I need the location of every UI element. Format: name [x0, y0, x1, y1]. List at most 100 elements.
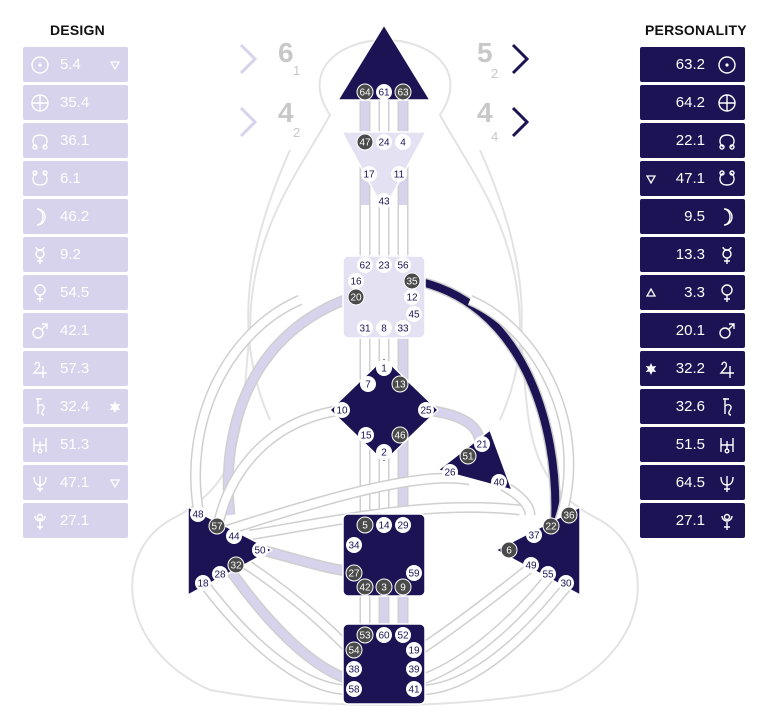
personality-row-pluto: 27.1: [640, 503, 745, 538]
gate-number: 58: [348, 685, 360, 696]
variable-bottom-right-sub: 4: [491, 129, 498, 144]
spleen-center: [187, 506, 273, 596]
design-row-uranus: 51.3: [23, 427, 128, 462]
gate-60: 60: [376, 627, 392, 643]
gate-3: 3: [375, 578, 393, 596]
gate-number: 21: [476, 440, 488, 451]
centers: [187, 24, 581, 705]
gate-29: 29: [395, 517, 411, 533]
up-triangle-icon: [645, 286, 657, 298]
channel: [249, 503, 521, 539]
gate-number: 24: [378, 138, 390, 149]
gate-number: 48: [192, 510, 204, 521]
design-column-title: DESIGN: [50, 22, 105, 38]
channel: [411, 276, 560, 526]
chevron-right-icon: [511, 106, 530, 138]
gate-number: 3: [381, 583, 387, 594]
gate-35: 35: [403, 272, 421, 290]
channel: [468, 296, 573, 522]
personality-row-moon: 9.5: [640, 199, 745, 234]
planet-gate-value: 5.4: [60, 56, 81, 73]
gate-16: 16: [348, 273, 364, 289]
gate-30: 30: [558, 575, 574, 591]
gate-number: 40: [493, 478, 505, 489]
gate-number: 14: [378, 521, 390, 532]
gate-number: 2: [381, 448, 387, 459]
gate-number: 18: [197, 579, 209, 590]
gate-53: 53: [356, 626, 374, 644]
gate-41: 41: [406, 681, 422, 697]
gate-2: 2: [376, 444, 392, 460]
gate-number: 37: [528, 531, 540, 542]
variable-top-left-sub: 1: [293, 63, 300, 78]
channels: [190, 100, 575, 696]
design-row-venus: 54.5: [23, 275, 128, 310]
gate-31: 31: [357, 320, 373, 336]
root-center: [342, 623, 426, 705]
variable-bottom-right: 4 4: [477, 97, 530, 144]
gate-number: 10: [336, 406, 348, 417]
gate-10: 10: [334, 402, 350, 418]
gate-26: 26: [442, 464, 458, 480]
planet-gate-value: 32.4: [60, 398, 90, 415]
channel: [201, 582, 351, 694]
gate-4: 4: [395, 134, 411, 150]
gate-34: 34: [346, 537, 362, 553]
gate-number: 50: [254, 546, 266, 557]
gate-48: 48: [190, 506, 206, 522]
planet-gate-value: 54.5: [60, 284, 90, 301]
gate-number: 64: [359, 88, 371, 99]
gate-number: 47: [359, 138, 371, 149]
chevron-right-icon: [239, 43, 258, 75]
planet-gate-value: 51.5: [675, 436, 705, 453]
gate-number: 53: [359, 631, 371, 642]
gate-57: 57: [208, 517, 226, 535]
gate-1: 1: [376, 360, 392, 376]
personality-row-uranus: 51.5: [640, 427, 745, 462]
mars-icon: [28, 319, 52, 343]
personality-row-saturn: 32.6: [640, 389, 745, 424]
gate-12: 12: [404, 289, 420, 305]
gate-number: 29: [397, 521, 409, 532]
planet-gate-value: 64.5: [675, 474, 705, 491]
gate-5: 5: [356, 516, 374, 534]
gate-number: 11: [394, 170, 405, 181]
planet-gate-value: 47.1: [60, 474, 90, 491]
gate-number: 1: [381, 364, 387, 375]
gate-45: 45: [406, 306, 422, 322]
gate-number: 49: [525, 561, 537, 572]
variable-bottom-left-number: 4: [278, 97, 294, 128]
gate-33: 33: [395, 320, 411, 336]
gate-number: 19: [408, 646, 420, 657]
gate-24: 24: [376, 134, 392, 150]
gate-number: 23: [378, 261, 390, 272]
design-row-sun: 5.4: [23, 47, 128, 82]
mars-icon: [715, 319, 739, 343]
variable-top-right-sub: 2: [491, 66, 498, 81]
channel: [417, 556, 543, 654]
variable-top-right: 5 2: [477, 37, 530, 81]
gate-number: 41: [408, 685, 420, 696]
design-row-pluto: 27.1: [23, 503, 128, 538]
variable-bottom-right-number: 4: [477, 97, 493, 128]
mercury-icon: [28, 243, 52, 267]
gate-number: 38: [348, 665, 360, 676]
variable-arrows: 6 1 4 2 5 2 4 4: [239, 37, 530, 144]
gate-21: 21: [474, 436, 490, 452]
personality-column-title: PERSONALITY: [645, 22, 747, 38]
gate-number: 44: [228, 532, 240, 543]
variable-top-left-number: 6: [278, 37, 294, 68]
gate-46: 46: [391, 426, 409, 444]
gate-number: 12: [406, 293, 418, 304]
gate-56: 56: [395, 257, 411, 273]
south-node-icon: [28, 167, 52, 191]
gate-28: 28: [212, 566, 228, 582]
gate-55: 55: [540, 566, 556, 582]
gate-number: 55: [542, 570, 554, 581]
personality-row-earth: 64.2: [640, 85, 745, 120]
channel: [191, 296, 302, 521]
gate-61: 61: [376, 84, 392, 100]
personality-row-north-node: 22.1: [640, 123, 745, 158]
planet-gate-value: 51.3: [60, 436, 90, 453]
